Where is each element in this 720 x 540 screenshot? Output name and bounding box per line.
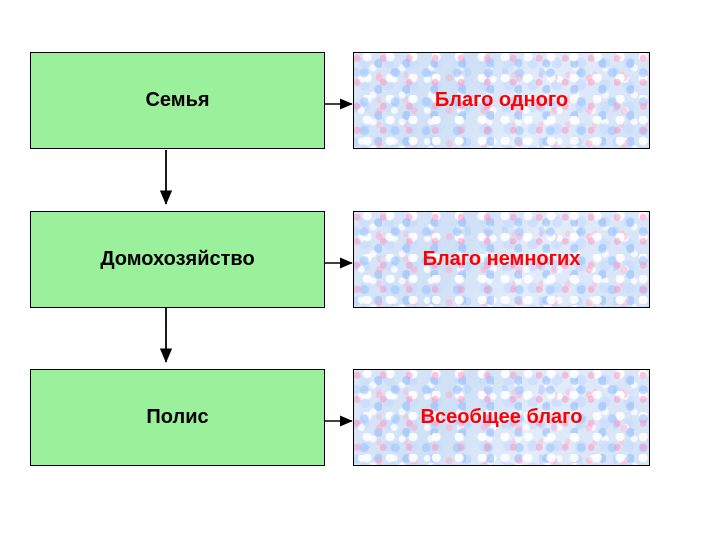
box-polis-label: Полис xyxy=(146,406,209,428)
box-good-of-one-label: Благо одного xyxy=(434,89,569,111)
box-household[interactable]: Домохозяйство xyxy=(30,211,325,308)
box-good-of-one[interactable]: Благо одного xyxy=(353,52,650,149)
box-common-good[interactable]: Всеобщее благо xyxy=(353,369,650,466)
box-family[interactable]: Семья xyxy=(30,52,325,149)
box-good-of-few[interactable]: Благо немногих xyxy=(353,211,650,308)
box-good-of-few-label: Благо немногих xyxy=(422,248,581,270)
box-household-label: Домохозяйство xyxy=(100,248,255,270)
box-common-good-label: Всеобщее благо xyxy=(420,406,583,428)
box-polis[interactable]: Полис xyxy=(30,369,325,466)
box-family-label: Семья xyxy=(145,89,210,111)
